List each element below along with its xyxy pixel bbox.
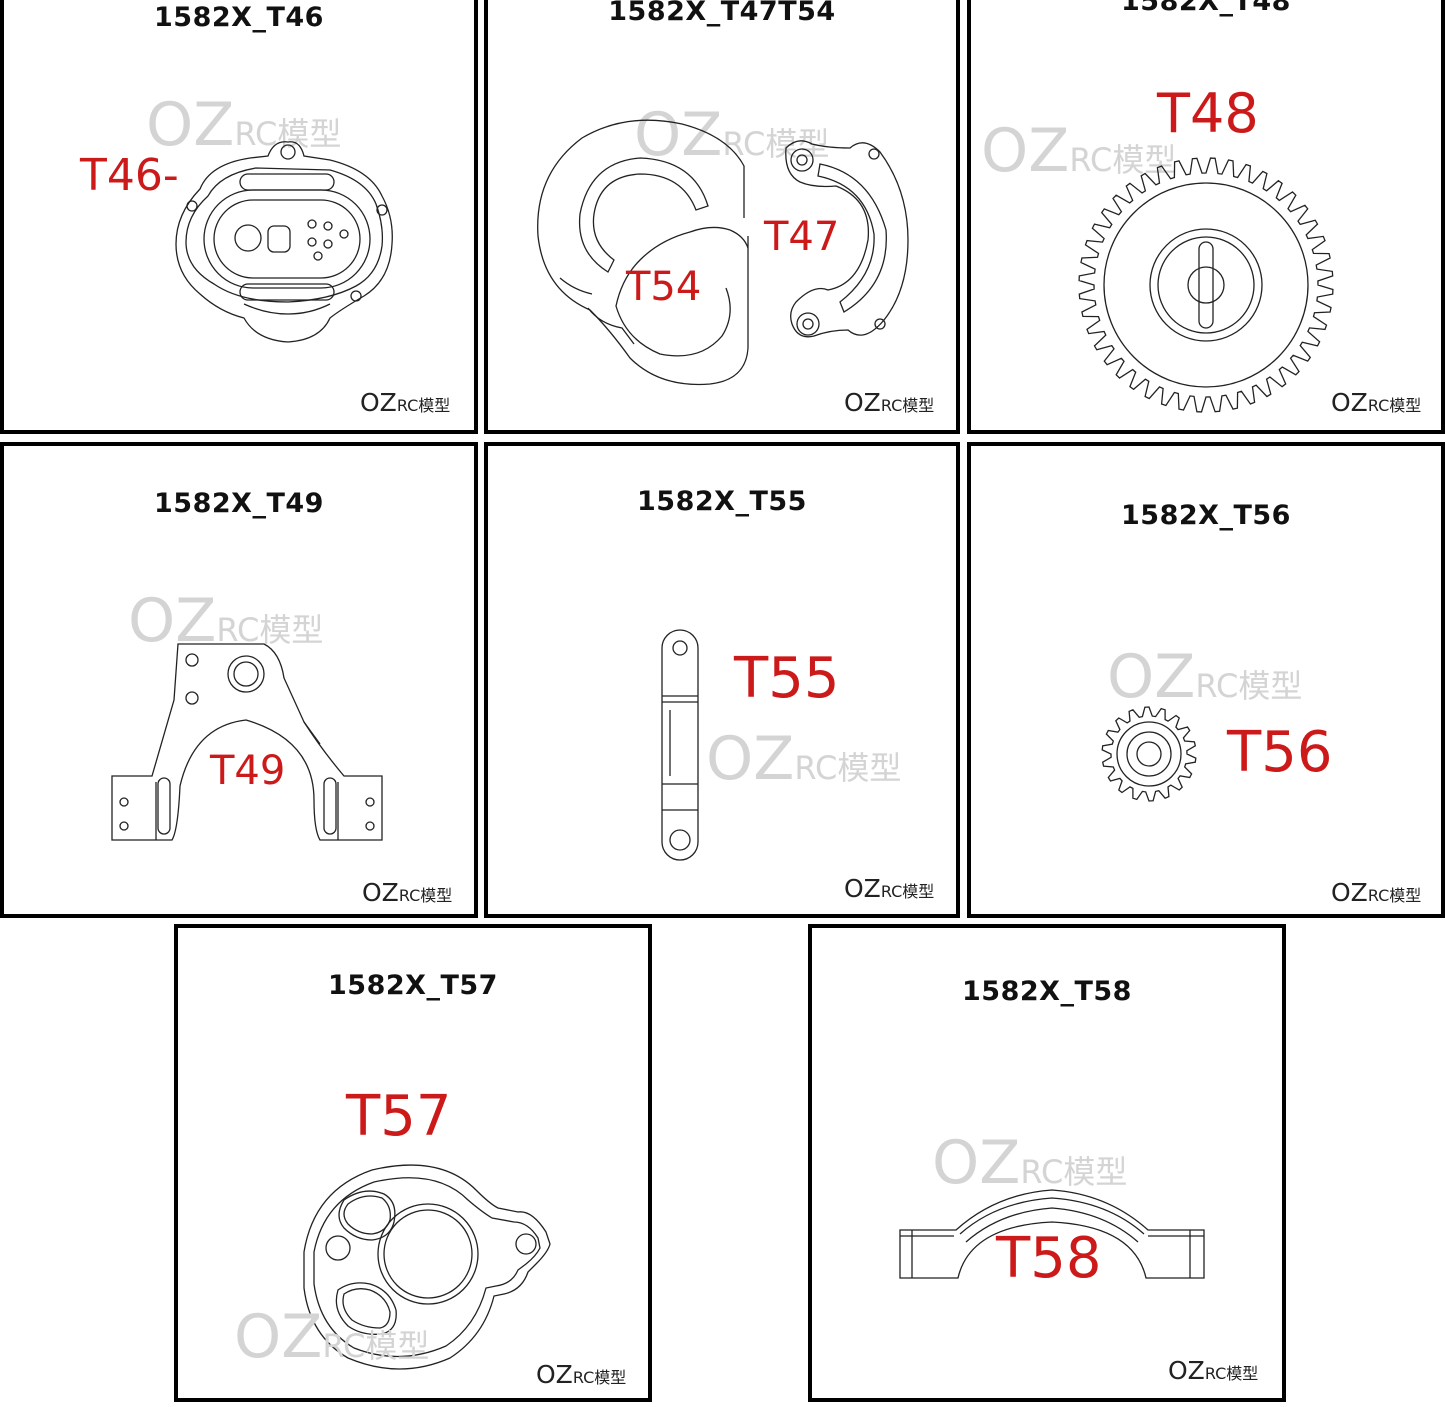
part-code-label: T49 bbox=[210, 748, 286, 794]
brand-logo: OZRC模型 bbox=[844, 388, 935, 417]
bridge-bracket-t58 bbox=[896, 1182, 1208, 1282]
brand-logo: OZRC模型 bbox=[360, 388, 451, 417]
gear-retainer-t47 bbox=[780, 134, 912, 346]
bearing-plate-t57 bbox=[300, 1160, 556, 1380]
panel-title: 1582X_T46 bbox=[154, 2, 324, 33]
panel-title: 1582X_T55 bbox=[637, 486, 807, 517]
part-code-label: T58 bbox=[996, 1226, 1102, 1291]
panel-t56: 1582X_T56 OZRC模型 T56 OZRC模型 bbox=[967, 442, 1445, 918]
brand-logo: OZRC模型 bbox=[1168, 1356, 1259, 1385]
watermark: OZRC模型 bbox=[234, 1302, 430, 1372]
part-code-label: T47 bbox=[764, 214, 840, 260]
panel-t49: 1582X_T49 OZRC模型 T49 OZRC模型 bbox=[0, 442, 478, 918]
brand-logo: OZRC模型 bbox=[536, 1360, 627, 1389]
watermark: OZRC模型 bbox=[932, 1128, 1128, 1198]
main-gear-t48 bbox=[1075, 154, 1337, 416]
gearbox-cover-t46 bbox=[170, 134, 400, 346]
watermark: OZRC模型 bbox=[981, 116, 1177, 186]
part-code-label: T46- bbox=[80, 150, 179, 201]
brand-logo: OZRC模型 bbox=[1331, 878, 1422, 907]
part-code-label: T48 bbox=[1157, 82, 1259, 145]
watermark: OZRC模型 bbox=[1107, 642, 1303, 712]
brand-logo: OZRC模型 bbox=[844, 874, 935, 903]
part-code-label: T57 bbox=[346, 1084, 452, 1149]
panel-t48: 1582X_T48 OZRC模型 T48 OZRC模型 bbox=[967, 0, 1445, 434]
brand-logo: OZRC模型 bbox=[362, 878, 453, 907]
gear-cover-t54 bbox=[530, 118, 760, 390]
panel-title: 1582X_T58 bbox=[962, 976, 1132, 1007]
link-rod-t55 bbox=[658, 626, 702, 864]
pinion-gear-t56 bbox=[1099, 704, 1199, 804]
panel-t46: 1582X_T46 OZRC模型 T46- OZRC模型 bbox=[0, 0, 478, 434]
part-code-label: T55 bbox=[734, 646, 840, 711]
panel-t55: 1582X_T55 OZRC模型 T55 OZRC模型 bbox=[484, 442, 960, 918]
brand-logo: OZRC模型 bbox=[1331, 388, 1422, 417]
panel-title: 1582X_T47T54 bbox=[608, 0, 836, 27]
panel-title: 1582X_T57 bbox=[328, 970, 498, 1001]
panel-t47-t54: 1582X_T47T54 OZRC模型 T54 T47 OZRC模型 bbox=[484, 0, 960, 434]
part-code-label: T54 bbox=[626, 264, 702, 310]
panel-title: 1582X_T56 bbox=[1121, 500, 1291, 531]
panel-t58: 1582X_T58 OZRC模型 T58 OZRC模型 bbox=[808, 924, 1286, 1402]
part-code-label: T56 bbox=[1227, 720, 1333, 785]
watermark: OZRC模型 bbox=[706, 724, 902, 794]
watermark: OZRC模型 bbox=[146, 90, 342, 160]
panel-title: 1582X_T49 bbox=[154, 488, 324, 519]
panel-title: 1582X_T48 bbox=[1121, 0, 1291, 17]
motor-mount-t49 bbox=[108, 640, 386, 844]
panel-t57: 1582X_T57 T57 OZRC模型 OZRC模型 bbox=[174, 924, 652, 1402]
